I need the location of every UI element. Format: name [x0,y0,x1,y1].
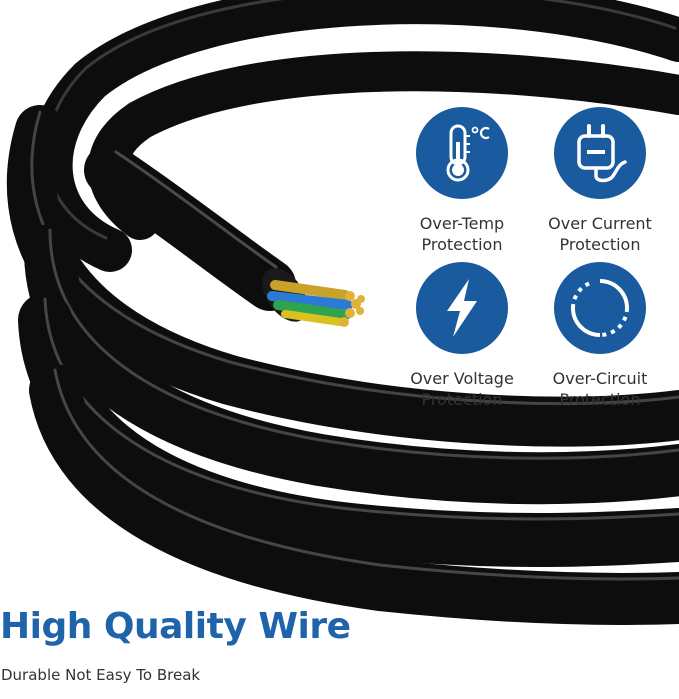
feature-subtitle: Protection [559,390,641,409]
plug-icon [577,124,627,183]
feature-title: Over-Temp [419,214,505,233]
cable-cut-end [262,268,365,327]
feature-title: Over Current [548,214,652,233]
lightning-bolt-icon [447,279,477,337]
feature-label: Over-Circuit Protection [530,368,670,410]
cable-end [84,144,296,311]
feature-badge [416,262,508,354]
feature-over-voltage: Over Voltage Protection [392,262,532,410]
headline: High Quality Wire [0,606,351,647]
cable-loop-front-2 [29,364,679,625]
thermometer-celsius-icon [446,124,490,182]
feature-label: Over Voltage Protection [392,368,532,410]
feature-label: Over Current Protection [530,213,670,255]
cable-loop-mid-2 [24,224,679,505]
feature-over-current: Over Current Protection [530,107,670,255]
circuit-ring-icon [571,279,629,337]
feature-badge [554,107,646,199]
feature-over-temp: Over-Temp Protection [392,107,532,255]
feature-badge [416,107,508,199]
feature-over-circuit: Over-Circuit Protection [530,262,670,410]
feature-title: Over-Circuit [552,369,648,388]
tagline: Durable Not Easy To Break [1,666,201,684]
feature-title: Over Voltage [410,369,514,388]
feature-label: Over-Temp Protection [392,213,532,255]
feature-subtitle: Protection [421,390,503,409]
feature-subtitle: Protection [421,235,503,254]
feature-badge [554,262,646,354]
feature-subtitle: Protection [559,235,641,254]
